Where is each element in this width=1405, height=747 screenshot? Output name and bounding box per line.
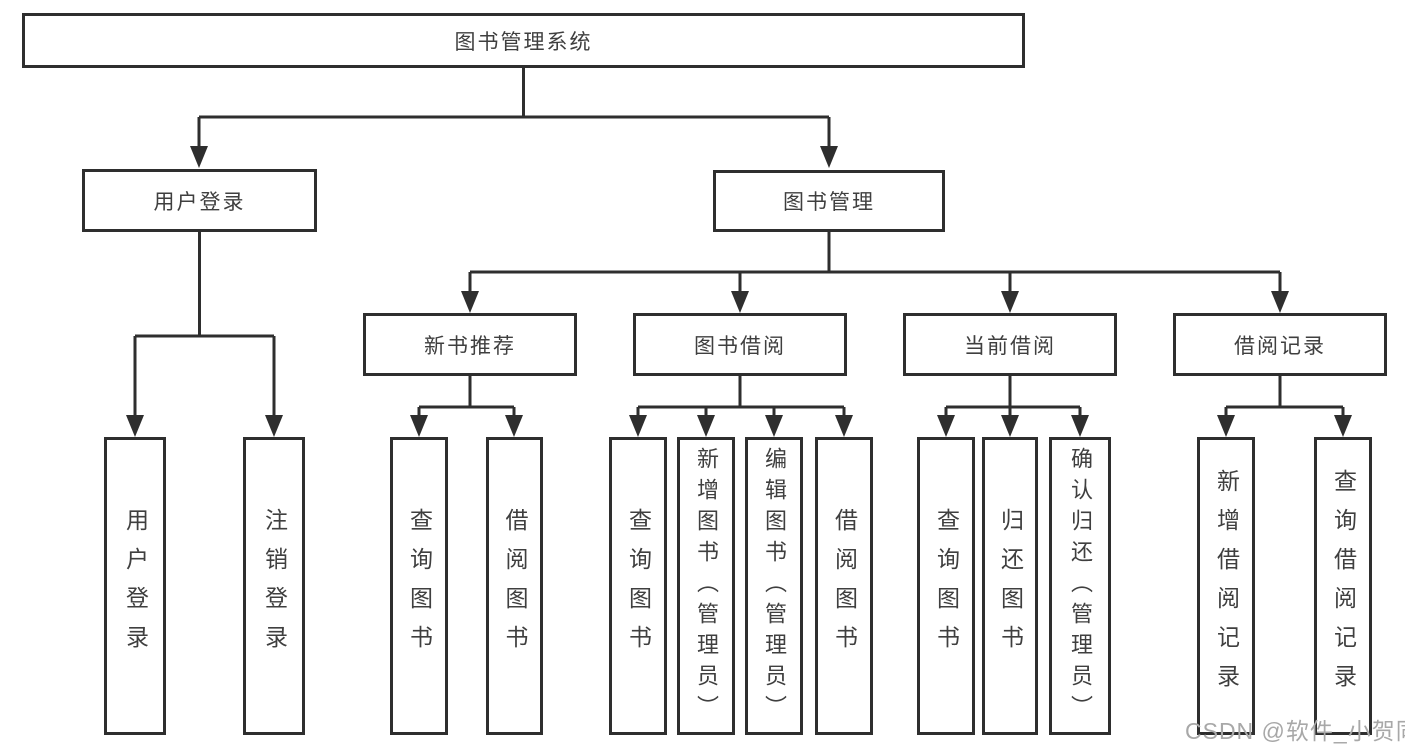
node-book-management: 图书管理 xyxy=(713,170,945,232)
arrow-heads xyxy=(126,146,1352,437)
leaf-borrow-edit-book-admin: 编辑图书（管理员） xyxy=(745,437,803,735)
leaf-newbook-borrow-book: 借阅图书 xyxy=(486,437,543,735)
csdn-watermark: CSDN @软件_小贺同学 xyxy=(1185,718,1405,744)
leaf-current-query-books: 查询图书 xyxy=(917,437,975,735)
leaf-borrow-add-book-admin: 新增图书（管理员） xyxy=(677,437,735,735)
node-borrowing-records: 借阅记录 xyxy=(1173,313,1387,376)
leaf-current-confirm-return-admin: 确认归还（管理员） xyxy=(1049,437,1111,735)
node-new-book-recommend: 新书推荐 xyxy=(363,313,577,376)
leaf-borrow-borrow-book: 借阅图书 xyxy=(815,437,873,735)
connector-lines xyxy=(133,68,1345,421)
leaf-current-return-book: 归还图书 xyxy=(982,437,1038,735)
node-user-login: 用户登录 xyxy=(82,169,317,232)
node-library-management-system: 图书管理系统 xyxy=(22,13,1025,68)
leaf-user-login: 用户登录 xyxy=(104,437,166,735)
leaf-records-query-record: 查询借阅记录 xyxy=(1314,437,1372,735)
leaf-records-add-record: 新增借阅记录 xyxy=(1197,437,1255,735)
leaf-logout: 注销登录 xyxy=(243,437,305,735)
leaf-newbook-query-books: 查询图书 xyxy=(390,437,448,735)
node-book-borrowing: 图书借阅 xyxy=(633,313,847,376)
node-current-borrowing: 当前借阅 xyxy=(903,313,1117,376)
leaf-borrow-query-books: 查询图书 xyxy=(609,437,667,735)
